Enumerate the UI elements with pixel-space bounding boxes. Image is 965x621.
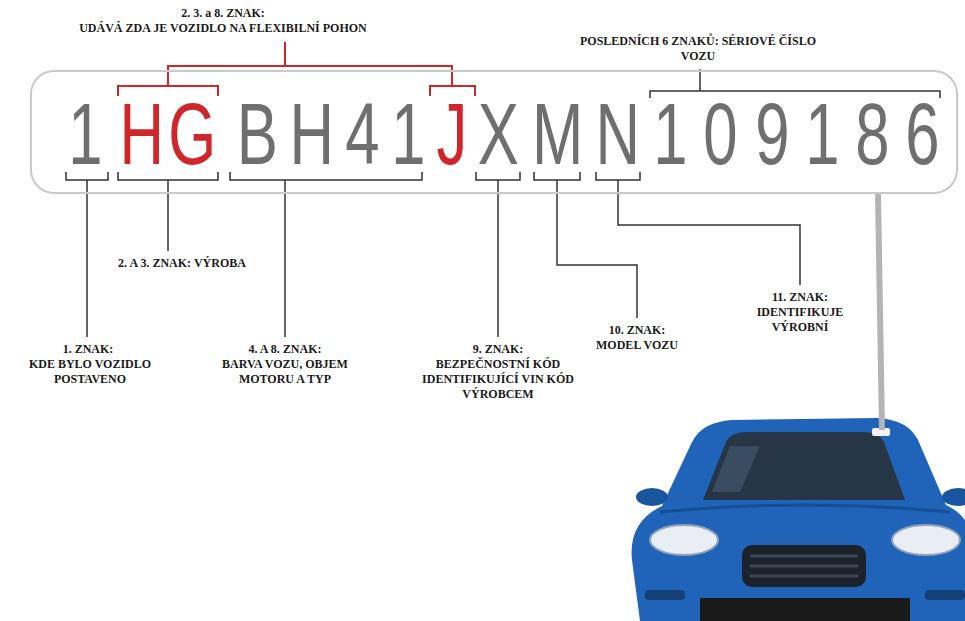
vin-character: 1 bbox=[68, 90, 102, 178]
vin-character: 8 bbox=[855, 90, 889, 178]
vin-character: 9 bbox=[755, 90, 789, 178]
vin-character: H bbox=[290, 90, 334, 178]
vin-character: X bbox=[477, 90, 518, 178]
callout-label: BEZPEČNOSTNÍ KÓD IDENTIFIKUJÍCÍ VIN KÓD … bbox=[408, 357, 588, 402]
vin-character: M bbox=[531, 90, 582, 178]
bracket bbox=[118, 42, 475, 96]
vin-character: 1 bbox=[391, 90, 425, 178]
vin-box: 1HGBH41JXMN109186 bbox=[30, 70, 958, 194]
vin-character: 6 bbox=[905, 90, 939, 178]
car-illustration bbox=[632, 418, 965, 621]
vin-character: 1 bbox=[805, 90, 839, 178]
leader-line bbox=[878, 194, 882, 430]
callout-label: 2. 3. a 8. ZNAK: bbox=[181, 6, 265, 21]
vin-character: N bbox=[596, 90, 640, 178]
vin-character: J bbox=[437, 90, 468, 178]
vin-character: 1 bbox=[653, 90, 687, 178]
callout-label: POSLEDNÍCH 6 ZNAKŮ: SÉRIOVÉ ČÍSLO VOZU bbox=[573, 34, 823, 64]
callout-label: 2. A 3. ZNAK: VÝROBA bbox=[118, 256, 246, 271]
bracket bbox=[66, 172, 800, 337]
vin-character: B bbox=[236, 90, 277, 178]
callout-label: UDÁVÁ ZDA JE VOZIDLO NA FLEXIBILNÍ POHON bbox=[79, 21, 367, 36]
callout-label: 4. A 8. ZNAK: bbox=[248, 342, 321, 357]
bracket bbox=[650, 69, 940, 98]
callout-label: BARVA VOZU, OBJEM MOTORU A TYP bbox=[205, 357, 365, 387]
callout-label: 9. ZNAK: bbox=[473, 342, 524, 357]
vin-character: H bbox=[120, 90, 164, 178]
vin-character: G bbox=[168, 90, 216, 178]
callout-label: 1. ZNAK: bbox=[63, 342, 114, 357]
callout-label: KDE BYLO VOZIDLO POSTAVENO bbox=[20, 357, 160, 387]
callout-label: 11. ZNAK: bbox=[772, 290, 828, 305]
callout-label: 10. ZNAK: bbox=[609, 323, 666, 338]
vin-character: 0 bbox=[703, 90, 737, 178]
callout-label: MODEL VOZU bbox=[596, 338, 678, 353]
vin-character: 4 bbox=[345, 90, 379, 178]
callout-label: IDENTIFIKUJE VÝROBNÍ bbox=[745, 305, 855, 335]
